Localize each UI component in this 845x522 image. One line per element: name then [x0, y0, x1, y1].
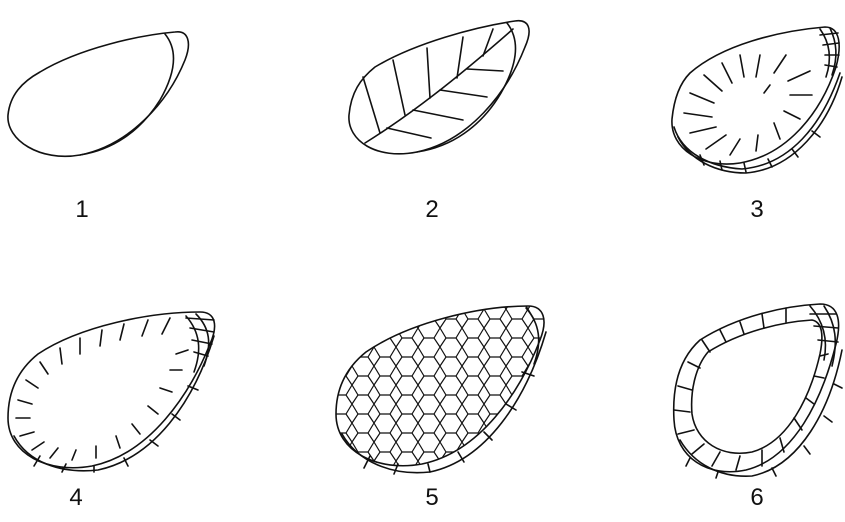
panel-label-6: 6	[737, 484, 777, 512]
panel-label-1: 1	[62, 196, 102, 224]
seed-illustration-4	[0, 306, 225, 476]
seed-illustration-1	[0, 20, 210, 165]
seed-illustration-5	[330, 300, 555, 480]
seed-illustration-2	[335, 15, 545, 160]
seed-illustration-3	[660, 15, 845, 175]
panel-label-3: 3	[737, 196, 777, 224]
panel-label-4: 4	[56, 484, 96, 512]
seed-illustration-6	[660, 300, 845, 480]
panel-label-2: 2	[412, 196, 452, 224]
panel-label-5: 5	[412, 484, 452, 512]
